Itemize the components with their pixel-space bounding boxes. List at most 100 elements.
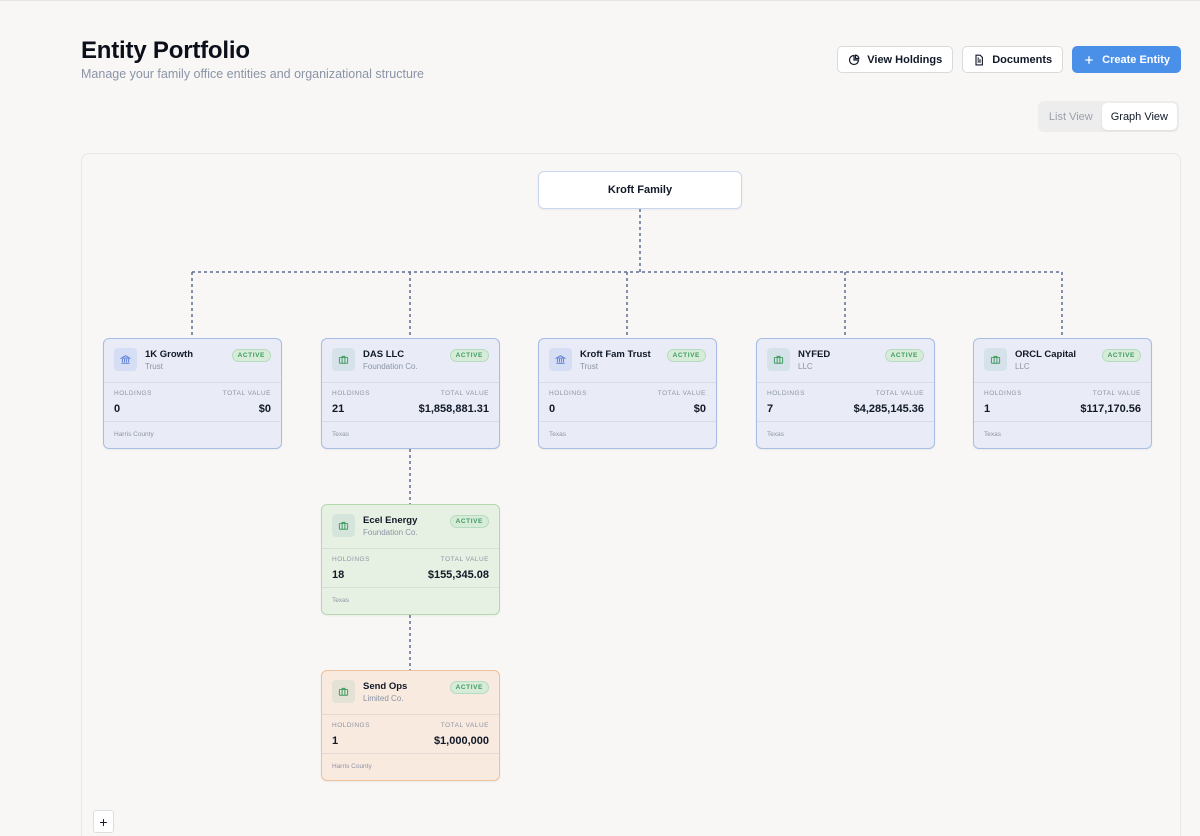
graph-canvas[interactable] [81, 153, 1181, 836]
card-divider [322, 753, 499, 754]
entity-name: 1K Growth [145, 349, 194, 360]
status-badge: ACTIVE [884, 349, 924, 362]
page-title: Entity Portfolio [81, 37, 250, 64]
entity-card[interactable]: ORCL Capital LLC ACTIVE HOLDINGS 1 TOTAL… [973, 338, 1152, 449]
card-divider [322, 714, 499, 715]
entity-name: DAS LLC [363, 349, 405, 360]
holdings-count: 18 [332, 569, 345, 581]
holdings-label: HOLDINGS [984, 390, 1022, 397]
total-value-label: TOTAL VALUE [440, 390, 489, 397]
entity-type: LLC [1015, 362, 1030, 371]
entity-type: Limited Co. [363, 694, 404, 703]
card-divider [104, 421, 281, 422]
card-divider [322, 421, 499, 422]
holdings-count: 0 [549, 403, 556, 415]
briefcase-icon [332, 680, 355, 703]
card-divider [322, 587, 499, 588]
create-entity-label: Create Entity [1102, 53, 1170, 66]
entity-card[interactable]: DAS LLC Foundation Co. ACTIVE HOLDINGS 2… [321, 338, 500, 449]
card-divider [539, 382, 716, 383]
entity-type: Trust [580, 362, 598, 371]
card-divider [757, 382, 934, 383]
entity-card[interactable]: NYFED LLC ACTIVE HOLDINGS 7 TOTAL VALUE … [756, 338, 935, 449]
zoom-controls: + [93, 810, 114, 833]
total-value-label: TOTAL VALUE [1092, 390, 1141, 397]
document-icon [975, 54, 984, 65]
view-toggle: List View Graph View [1037, 101, 1179, 132]
holdings-label: HOLDINGS [549, 390, 587, 397]
briefcase-icon [767, 348, 790, 371]
entity-type: Foundation Co. [363, 362, 418, 371]
entity-name: Send Ops [363, 681, 408, 692]
entity-location: Texas [549, 431, 566, 438]
total-value-label: TOTAL VALUE [440, 556, 489, 563]
view-holdings-button[interactable]: View Holdings [837, 46, 954, 73]
briefcase-icon [984, 348, 1007, 371]
view-holdings-label: View Holdings [867, 53, 943, 66]
entity-location: Texas [984, 431, 1001, 438]
status-badge: ACTIVE [449, 515, 489, 528]
entity-location: Texas [767, 431, 784, 438]
total-value-label: TOTAL VALUE [657, 390, 706, 397]
card-divider [757, 421, 934, 422]
status-badge: ACTIVE [666, 349, 706, 362]
card-divider [322, 382, 499, 383]
entity-name: Ecel Energy [363, 515, 418, 526]
bank-icon [549, 348, 572, 371]
entity-location: Texas [332, 597, 349, 604]
entity-name: Kroft Fam Trust [580, 349, 651, 360]
card-divider [974, 421, 1151, 422]
status-badge: ACTIVE [1101, 349, 1141, 362]
documents-label: Documents [992, 53, 1053, 66]
entity-location: Harris County [114, 431, 154, 438]
create-entity-button[interactable]: Create Entity [1072, 46, 1181, 73]
header-actions: View Holdings Documents Create Entity [837, 46, 1181, 73]
list-view-tab[interactable]: List View [1048, 110, 1093, 123]
entity-card[interactable]: Send Ops Limited Co. ACTIVE HOLDINGS 1 T… [321, 670, 500, 781]
holdings-count: 1 [332, 735, 339, 747]
entity-location: Texas [332, 431, 349, 438]
briefcase-icon [332, 348, 355, 371]
entity-type: LLC [798, 362, 813, 371]
plus-icon [1085, 55, 1093, 64]
total-value: $0 [693, 403, 706, 415]
entity-name: ORCL Capital [1015, 349, 1077, 360]
total-value: $1,858,881.31 [418, 403, 489, 415]
entity-type: Trust [145, 362, 163, 371]
total-value: $0 [258, 403, 271, 415]
holdings-label: HOLDINGS [332, 722, 370, 729]
holdings-count: 0 [114, 403, 121, 415]
total-value: $117,170.56 [1080, 403, 1141, 415]
pie-chart-icon [849, 53, 860, 65]
total-value-label: TOTAL VALUE [875, 390, 924, 397]
total-value-label: TOTAL VALUE [440, 722, 489, 729]
holdings-label: HOLDINGS [114, 390, 152, 397]
entity-card[interactable]: Ecel Energy Foundation Co. ACTIVE HOLDIN… [321, 504, 500, 615]
documents-button[interactable]: Documents [962, 46, 1064, 73]
total-value: $155,345.08 [427, 569, 489, 581]
total-value: $1,000,000 [433, 735, 489, 747]
zoom-in-button[interactable]: + [99, 813, 108, 830]
holdings-label: HOLDINGS [767, 390, 805, 397]
status-badge: ACTIVE [449, 349, 489, 362]
holdings-count: 1 [984, 403, 991, 415]
page-subtitle: Manage your family office entities and o… [81, 67, 425, 81]
status-badge: ACTIVE [449, 681, 489, 694]
entity-location: Harris County [332, 763, 372, 770]
holdings-count: 7 [767, 403, 774, 415]
root-node[interactable]: Kroft Family [538, 171, 742, 209]
card-divider [539, 421, 716, 422]
card-divider [104, 382, 281, 383]
total-value-label: TOTAL VALUE [222, 390, 271, 397]
bank-icon [114, 348, 137, 371]
entity-name: NYFED [798, 349, 831, 360]
graph-view-tab[interactable]: Graph View [1101, 103, 1177, 130]
status-badge: ACTIVE [231, 349, 271, 362]
holdings-label: HOLDINGS [332, 556, 370, 563]
card-divider [322, 548, 499, 549]
briefcase-icon [332, 514, 355, 537]
total-value: $4,285,145.36 [853, 403, 924, 415]
card-divider [974, 382, 1151, 383]
entity-card[interactable]: 1K Growth Trust ACTIVE HOLDINGS 0 TOTAL … [103, 338, 282, 449]
entity-card[interactable]: Kroft Fam Trust Trust ACTIVE HOLDINGS 0 … [538, 338, 717, 449]
